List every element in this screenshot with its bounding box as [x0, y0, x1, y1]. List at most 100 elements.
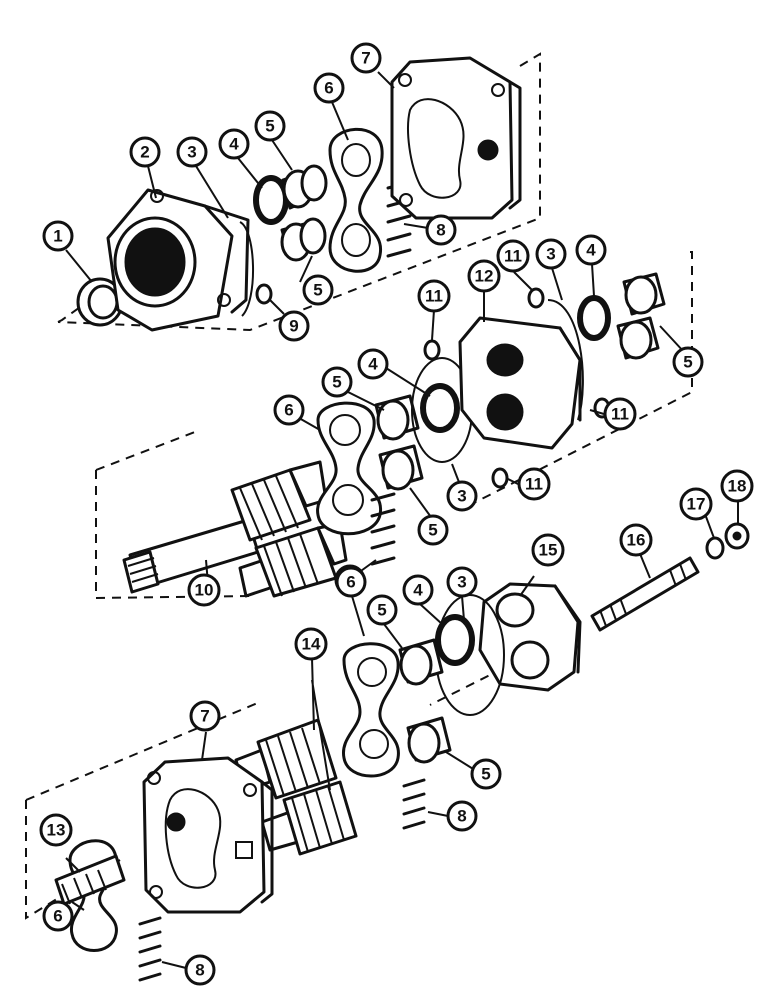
- svg-text:8: 8: [457, 807, 466, 826]
- callout-5: 5: [470, 758, 502, 790]
- end-cover-part-15: [478, 582, 582, 692]
- svg-text:5: 5: [481, 765, 490, 784]
- svg-text:14: 14: [302, 635, 321, 654]
- bearing-part-5-middle-upper: [374, 394, 420, 441]
- middle-group: [122, 272, 666, 598]
- callout-6: 6: [313, 72, 345, 104]
- callout-5: 5: [254, 110, 286, 142]
- seal-strips-part-8-middle: [370, 492, 396, 566]
- washer-part-17: [705, 536, 725, 560]
- svg-text:1: 1: [53, 227, 62, 246]
- bearing-part-5-top-lower: [280, 217, 327, 262]
- callout-11: 11: [603, 397, 637, 431]
- svg-text:2: 2: [140, 143, 149, 162]
- svg-text:13: 13: [47, 821, 66, 840]
- callout-7: 7: [350, 42, 382, 74]
- stud-part-16: [590, 556, 700, 632]
- svg-text:6: 6: [284, 401, 293, 420]
- callout-4: 4: [402, 574, 434, 606]
- bearing-part-5-top-upper: [281, 164, 328, 210]
- callout-3: 3: [446, 566, 478, 598]
- callout-10: 10: [187, 573, 221, 607]
- svg-text:15: 15: [539, 541, 558, 560]
- svg-text:5: 5: [332, 373, 341, 392]
- callout-2: 2: [129, 136, 161, 168]
- svg-text:12: 12: [475, 267, 494, 286]
- callout-4: 4: [218, 128, 250, 160]
- top-group-outline: [57, 52, 541, 332]
- bearing-part-5-bottom-lower: [406, 716, 452, 764]
- callout-5: 5: [302, 274, 334, 306]
- callout-4: 4: [575, 234, 607, 266]
- o-ring-part-3-top: [239, 221, 255, 317]
- callout-7: 7: [189, 700, 221, 732]
- callout-17: 17: [679, 487, 713, 521]
- callout-3: 3: [535, 238, 567, 270]
- mounting-flange-part-2: [106, 188, 250, 332]
- bottom-group: [54, 522, 750, 982]
- callout-9: 9: [278, 310, 310, 342]
- svg-text:8: 8: [195, 961, 204, 980]
- svg-text:10: 10: [195, 581, 214, 600]
- bearing-part-5-right-lower: [616, 316, 660, 360]
- top-group: [76, 56, 522, 332]
- dowel-pin-part-9: [255, 283, 273, 305]
- seal-strips-part-8-bottom: [402, 778, 426, 830]
- ring-part-4-right: [577, 295, 611, 341]
- callout-3: 3: [446, 480, 478, 512]
- callout-5: 5: [672, 346, 704, 378]
- svg-text:4: 4: [368, 355, 378, 374]
- svg-text:4: 4: [229, 135, 239, 154]
- o-ring-part-3-right: [547, 299, 584, 421]
- svg-text:8: 8: [436, 221, 445, 240]
- ring-part-4-bottom: [435, 614, 475, 666]
- callout-4: 4: [357, 348, 389, 380]
- svg-text:5: 5: [428, 521, 437, 540]
- callout-8: 8: [446, 800, 478, 832]
- svg-text:11: 11: [504, 247, 522, 266]
- svg-text:3: 3: [546, 245, 555, 264]
- svg-text:3: 3: [187, 143, 196, 162]
- svg-text:3: 3: [457, 487, 466, 506]
- svg-text:4: 4: [413, 581, 423, 600]
- callouts: 1 2 3 4 5 6 7 5 8 9 11 12 3 4 11 5 4 5 1…: [39, 42, 754, 986]
- drive-shaft-part-10: [122, 460, 328, 594]
- shaft-and-plate-part-13: [54, 839, 126, 952]
- svg-text:6: 6: [324, 79, 333, 98]
- svg-text:11: 11: [525, 475, 543, 494]
- ring-part-4-middle: [420, 383, 460, 433]
- callout-5: 5: [321, 366, 353, 398]
- bearing-part-5-bottom-upper: [398, 638, 444, 686]
- callout-11: 11: [496, 239, 530, 273]
- dowel-pin-part-11-b: [527, 287, 545, 309]
- svg-text:11: 11: [611, 405, 629, 424]
- bearing-part-5-right-upper: [622, 272, 666, 316]
- callout-11: 11: [517, 467, 551, 501]
- callout-13: 13: [39, 813, 73, 847]
- callout-1: 1: [42, 220, 74, 252]
- svg-text:5: 5: [683, 353, 692, 372]
- callout-5: 5: [417, 514, 449, 546]
- svg-text:9: 9: [289, 317, 298, 336]
- callout-12: 12: [467, 259, 501, 293]
- svg-text:4: 4: [586, 241, 596, 260]
- svg-text:16: 16: [627, 531, 646, 550]
- svg-text:5: 5: [377, 601, 386, 620]
- svg-text:5: 5: [313, 281, 322, 300]
- dowel-pin-part-11-a: [423, 339, 441, 361]
- nut-part-18: [724, 522, 750, 550]
- gear-housing-part-7-bottom: [142, 756, 274, 914]
- wear-plate-part-6-top: [328, 127, 384, 273]
- callout-8: 8: [425, 214, 457, 246]
- callout-6: 6: [335, 566, 367, 598]
- svg-text:17: 17: [687, 495, 706, 514]
- gear-housing-part-7-top: [390, 56, 522, 220]
- callout-8: 8: [184, 954, 216, 986]
- svg-text:7: 7: [200, 707, 209, 726]
- center-housing-part-12: [458, 316, 582, 450]
- seal-strips-part-8-bottom-left: [138, 916, 162, 982]
- callout-6: 6: [42, 900, 74, 932]
- callout-6: 6: [273, 394, 305, 426]
- callout-15: 15: [531, 533, 565, 567]
